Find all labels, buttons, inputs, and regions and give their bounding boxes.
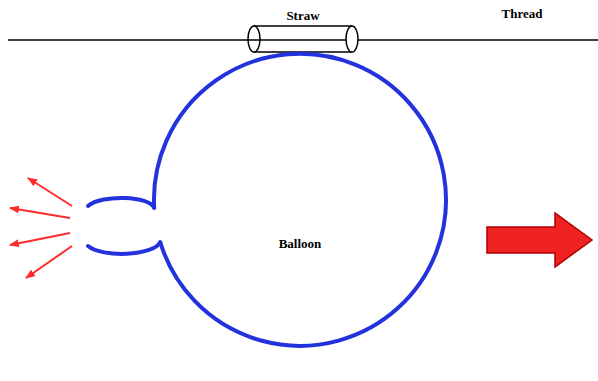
thread-line xyxy=(8,39,598,41)
balloon-body: Balloon xyxy=(150,50,450,350)
balloon-outline xyxy=(150,50,450,350)
node-label: Balloon xyxy=(279,236,322,252)
balloon-neck xyxy=(88,198,160,254)
motion-arrow xyxy=(487,213,592,267)
air-jet-arrows xyxy=(10,178,72,278)
part-label: Straw xyxy=(286,8,319,24)
straw-tube: Straw xyxy=(240,2,366,58)
part-label: Thread xyxy=(502,6,543,22)
